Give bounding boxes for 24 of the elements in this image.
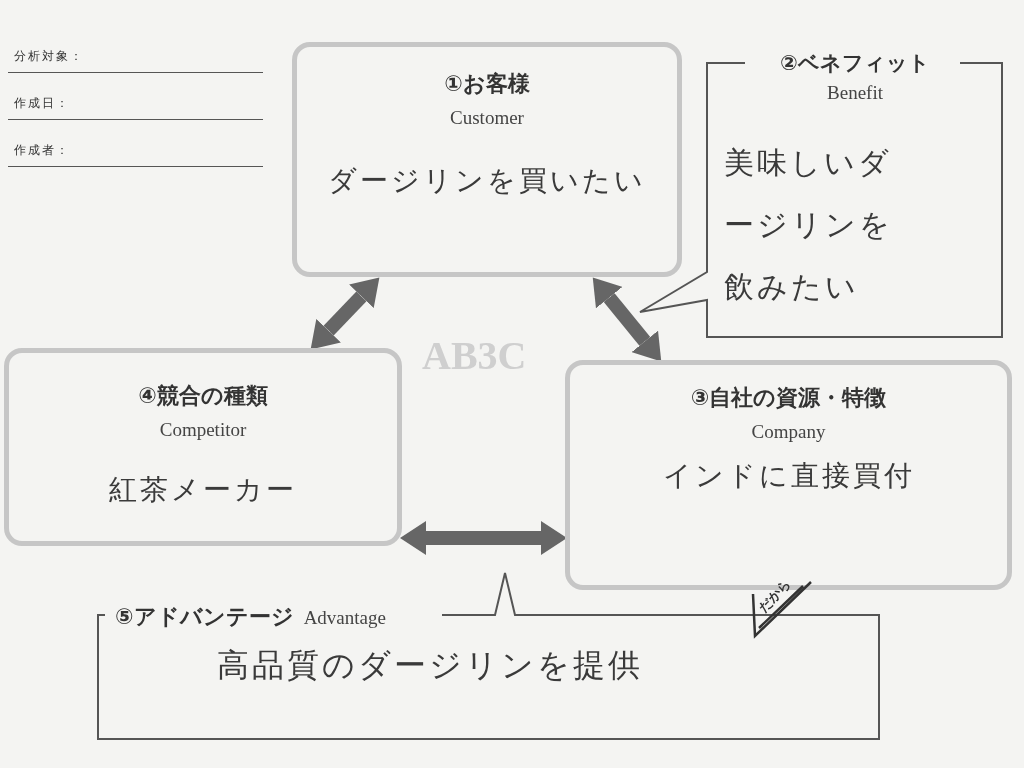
section-heading: ③自社の資源・特徴 [690, 384, 887, 412]
form-label: 分析対象： [14, 48, 84, 65]
form-label: 作成者： [14, 142, 70, 159]
english-subheading: Company [751, 421, 826, 443]
section-heading: ④競合の種類 [138, 382, 268, 410]
handwritten-answer: 高品質のダージリンを提供 [217, 645, 643, 686]
double-arrow [400, 521, 567, 555]
english-subheading: Benefit [827, 82, 883, 104]
section-heading: ①お客様 [444, 70, 530, 98]
handwritten-answer: インドに直接買付 [662, 458, 915, 494]
english-subheading: Customer [450, 107, 524, 129]
section-box [292, 42, 682, 277]
form-label: 作成日： [14, 95, 70, 112]
handwritten-answer: 紅茶メーカー [109, 472, 297, 508]
stamp-text: だから [754, 575, 795, 617]
section-heading: ⑤アドバンテージ [115, 604, 294, 629]
handwritten-answer: ダージリンを買いたい [328, 163, 646, 199]
double-arrow [592, 277, 662, 362]
english-subheading: Competitor [159, 419, 247, 441]
section-box [4, 348, 402, 546]
english-subheading: Advantage [303, 607, 386, 628]
handwritten-answer: 美味しいダージリンを飲みたい [724, 144, 894, 306]
section-heading: ②ベネフィット [780, 50, 930, 77]
double-arrow [310, 277, 380, 350]
